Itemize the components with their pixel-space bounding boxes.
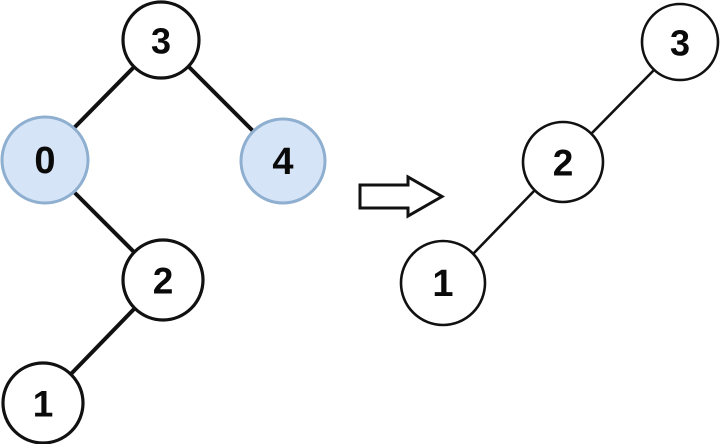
node-left-1-label: 1 — [33, 384, 54, 425]
node-left-0-label: 0 — [34, 140, 55, 182]
edge-3-to-0 — [70, 65, 136, 132]
node-right-2[interactable]: 2 — [521, 120, 605, 204]
after-tree-group: 3 2 1 — [399, 2, 720, 327]
before-tree-group: 3 0 4 2 1 — [0, 0, 327, 444]
node-left-1[interactable]: 1 — [1, 361, 85, 444]
edge-2-to-1 — [472, 189, 536, 255]
before-tree-edges — [68, 65, 257, 377]
node-right-1[interactable]: 1 — [399, 239, 487, 327]
node-circle — [521, 120, 605, 204]
node-left-2-label: 2 — [153, 261, 174, 302]
node-circle — [399, 239, 487, 327]
node-right-3-label: 3 — [670, 23, 690, 64]
edge-2-to-1 — [68, 305, 138, 377]
node-right-3[interactable]: 3 — [640, 2, 720, 82]
node-right-1-label: 1 — [432, 263, 453, 305]
node-circle — [640, 2, 720, 82]
edge-3-to-4 — [187, 65, 257, 135]
node-left-4[interactable]: 4 — [239, 117, 327, 205]
edge-0-to-2 — [70, 188, 138, 256]
node-left-2[interactable]: 2 — [121, 238, 205, 322]
node-left-3-label: 3 — [151, 21, 171, 62]
node-left-0[interactable]: 0 — [0, 115, 90, 205]
node-left-4-label: 4 — [272, 141, 293, 183]
node-circle — [121, 0, 201, 80]
node-circle — [121, 238, 205, 322]
transformation-arrow — [358, 174, 446, 219]
node-circle-highlighted — [239, 117, 327, 205]
edge-3-to-2 — [590, 69, 655, 135]
right-arrow-icon — [358, 174, 446, 219]
node-right-2-label: 2 — [553, 143, 574, 184]
node-circle — [1, 361, 85, 444]
node-left-3[interactable]: 3 — [121, 0, 201, 80]
after-tree-edges — [472, 69, 655, 255]
node-circle-highlighted — [0, 115, 90, 205]
